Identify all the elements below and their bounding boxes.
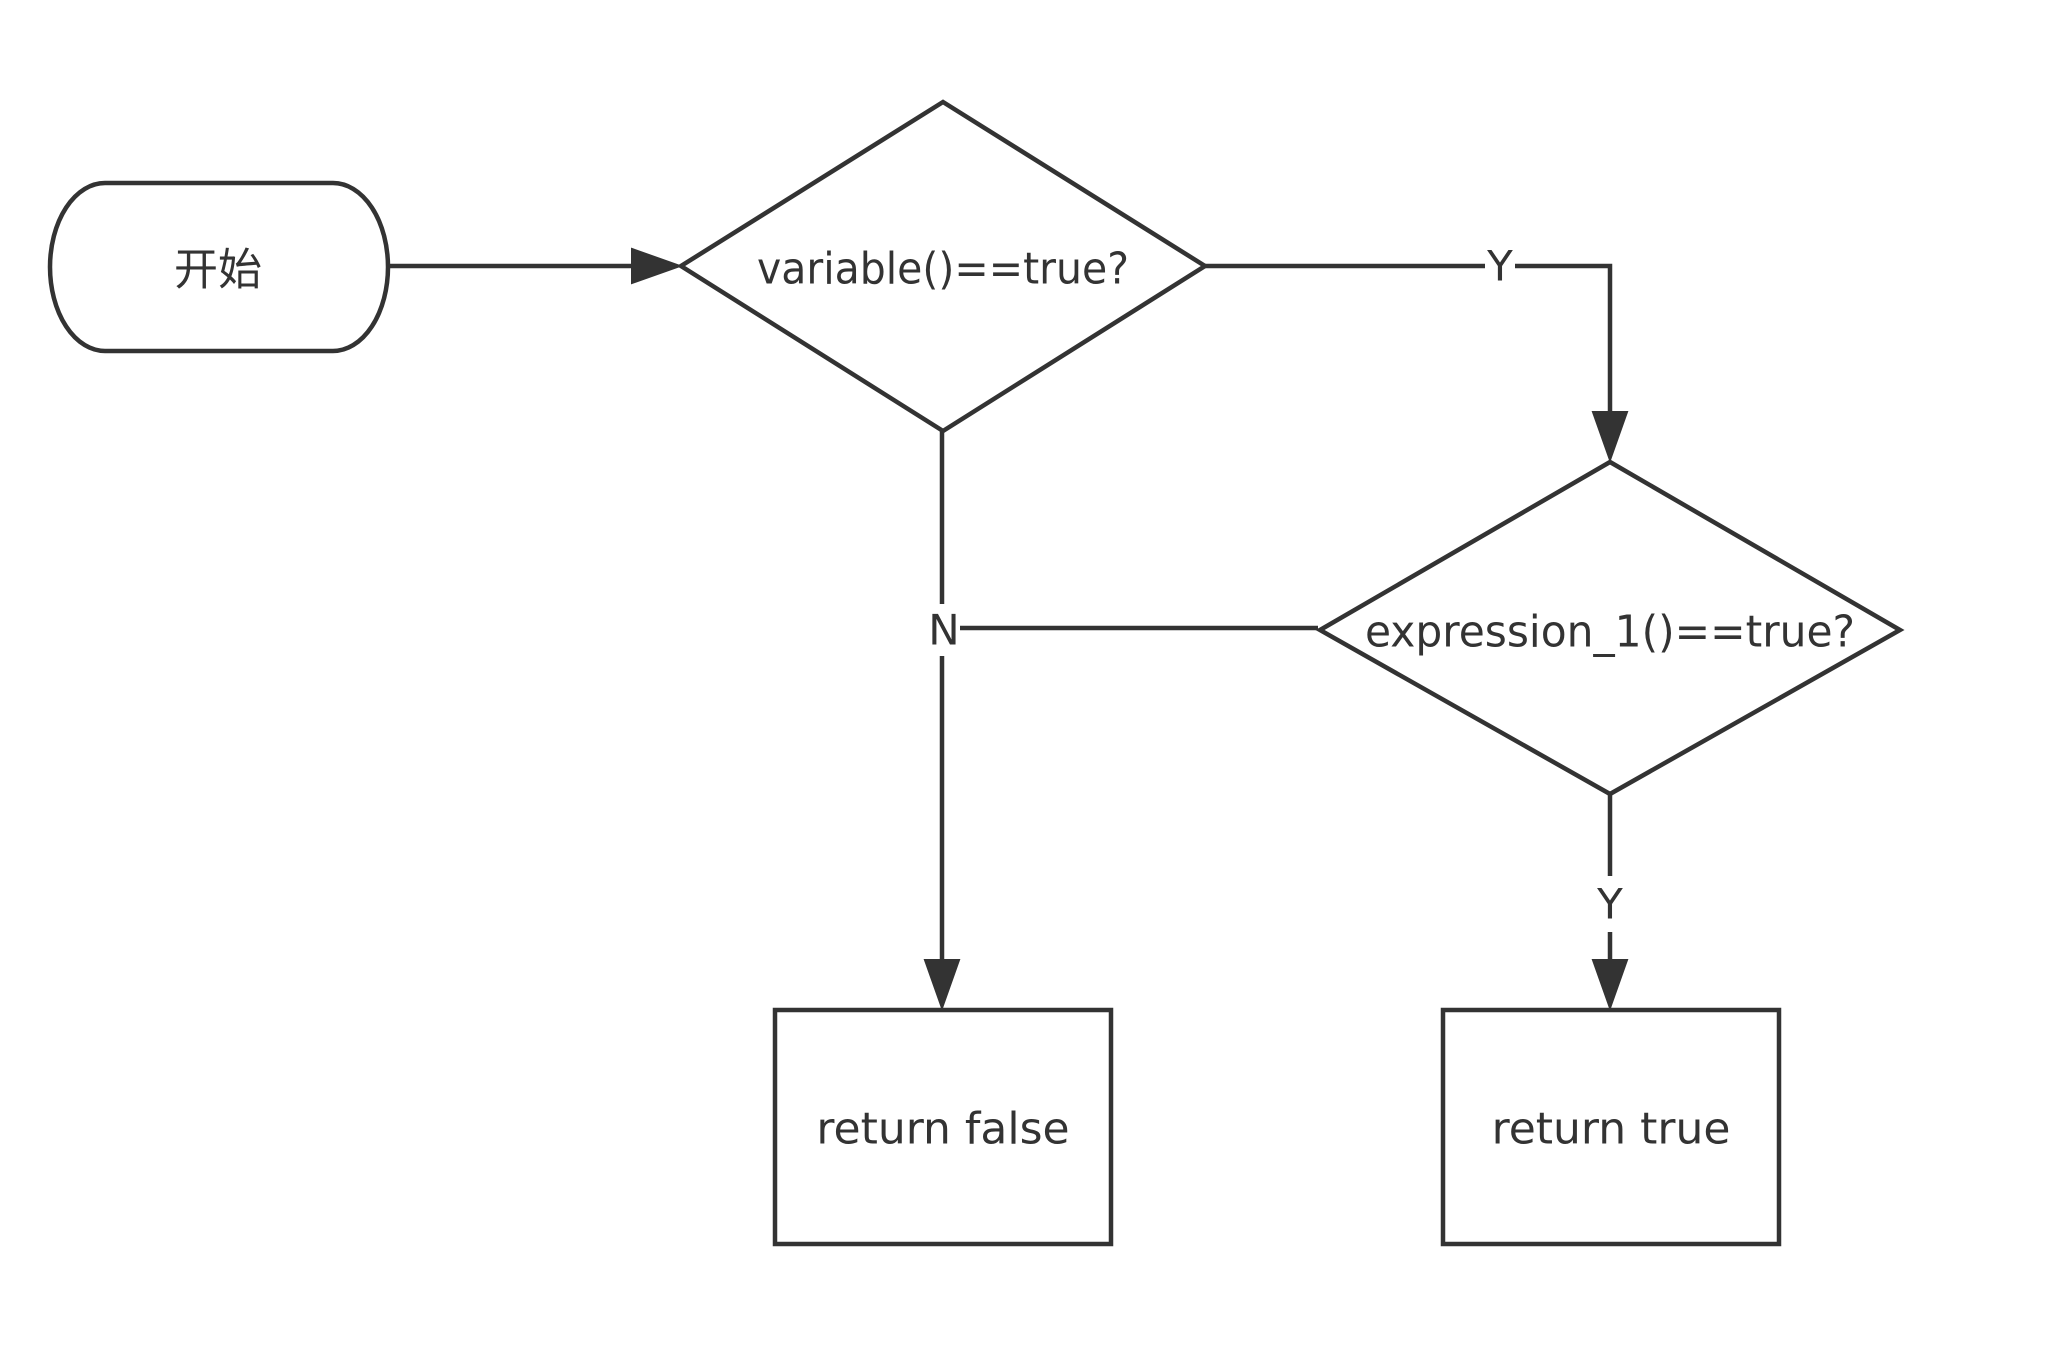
arrowhead-down (923, 959, 961, 1011)
edge-expression-yes: Y (1591, 794, 1629, 1011)
arrowhead-right (631, 247, 683, 285)
process-return-true: return true (1440, 1007, 1782, 1247)
edge-label-group-no: N (926, 604, 960, 656)
decision-variable-label: variable()==true? (757, 244, 1129, 295)
edge-start-to-variable (390, 247, 683, 285)
decision-expression-label: expression_1()==true? (1365, 607, 1855, 658)
return-false-label: return false (816, 1104, 1069, 1155)
edge-variable-no (923, 430, 961, 1011)
process-return-false: return false (772, 1007, 1114, 1247)
arrowhead-down (1591, 411, 1629, 463)
decision-expression: expression_1()==true? (1315, 459, 1905, 797)
start-terminator: 开始 (47, 180, 391, 354)
edge-label-variable-yes: Y (1486, 242, 1513, 291)
edge-variable-yes: Y (1203, 238, 1629, 463)
edge-label-variable-no: N (928, 606, 959, 655)
arrowhead-down (1591, 959, 1629, 1011)
return-true-label: return true (1492, 1104, 1731, 1155)
decision-variable: variable()==true? (676, 99, 1210, 434)
start-label: 开始 (174, 245, 262, 296)
edge-label-expression-yes: Y (1596, 880, 1623, 929)
